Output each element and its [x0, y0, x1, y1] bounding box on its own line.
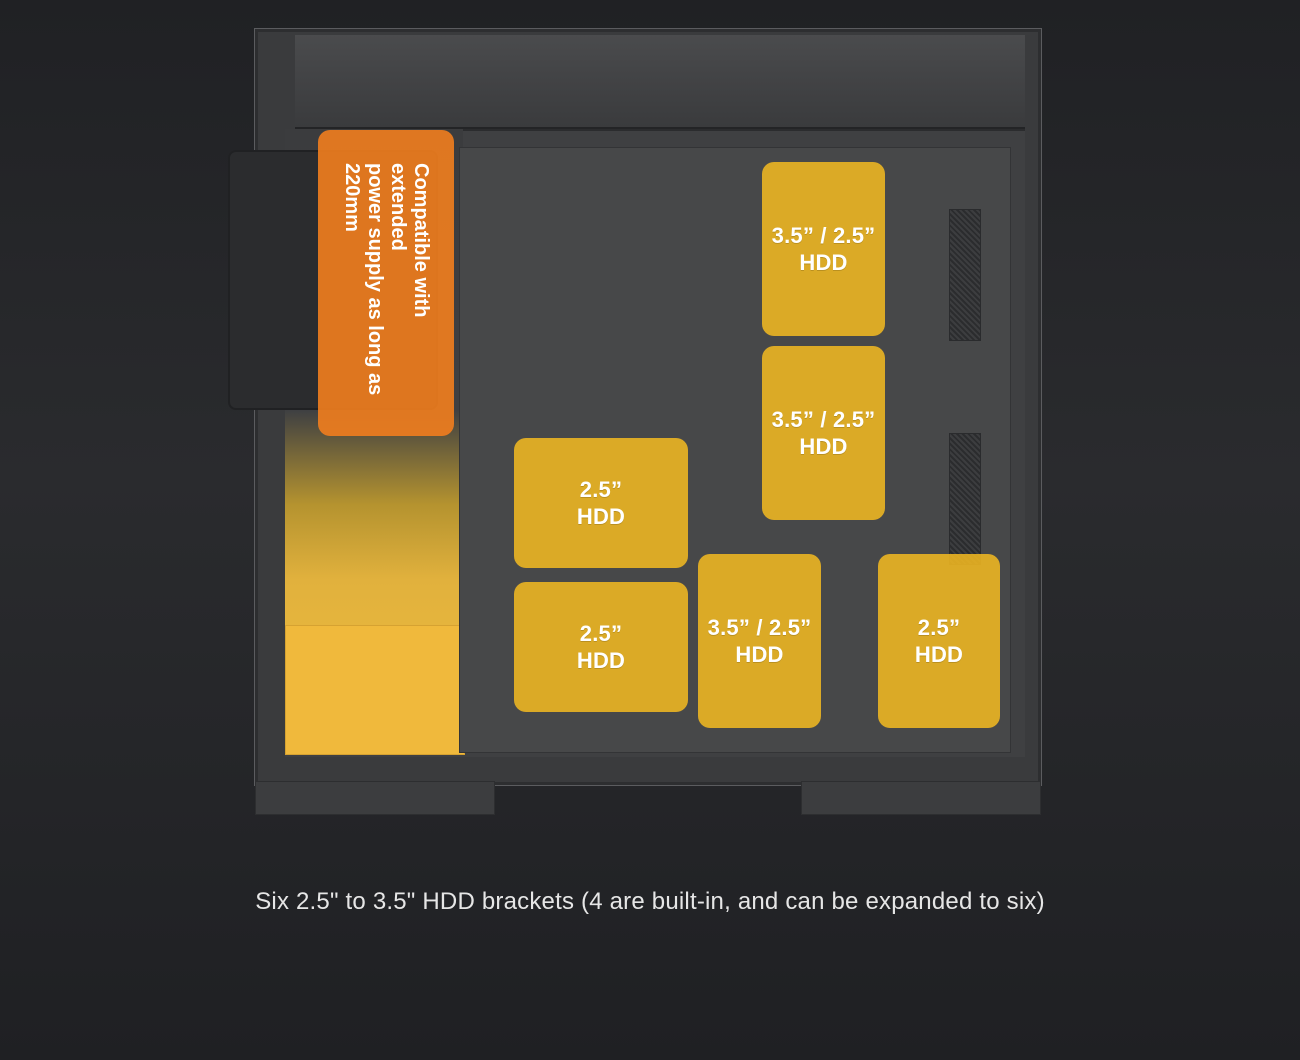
hdd-bracket-5: 3.5” / 2.5” HDD: [698, 554, 821, 728]
psu-bracket-plate: [285, 625, 465, 755]
case-foot-left: [255, 781, 495, 815]
hdd-bracket-size: 3.5” / 2.5”: [771, 406, 876, 432]
hdd-bracket-type: HDD: [799, 434, 848, 459]
hdd-bracket-type: HDD: [914, 642, 964, 667]
hdd-bracket-1: 3.5” / 2.5” HDD: [762, 162, 885, 336]
ventilation-grille-lower: [949, 433, 981, 565]
hdd-bracket-type: HDD: [576, 504, 626, 529]
hdd-bracket-type: HDD: [735, 642, 784, 667]
psu-compatibility-text: Compatible with extended power supply as…: [341, 163, 432, 396]
ventilation-grille-upper: [949, 209, 981, 341]
hdd-bracket-size: 2.5”: [579, 620, 623, 646]
psu-compatibility-callout: Compatible with extended power supply as…: [318, 130, 454, 436]
hdd-bracket-size: 2.5”: [579, 476, 623, 502]
hdd-bracket-3: 2.5” HDD: [514, 438, 688, 568]
hdd-bracket-size: 3.5” / 2.5”: [771, 222, 876, 248]
case-top-panel: [295, 35, 1025, 129]
hdd-bracket-6: 2.5” HDD: [878, 554, 1000, 728]
hdd-brackets-caption: Six 2.5" to 3.5" HDD brackets (4 are bui…: [255, 888, 1045, 915]
hdd-bracket-2: 3.5” / 2.5” HDD: [762, 346, 885, 520]
hdd-bracket-type: HDD: [799, 250, 848, 275]
hdd-bracket-4: 2.5” HDD: [514, 582, 688, 712]
hdd-bracket-size: 3.5” / 2.5”: [707, 614, 812, 640]
case-foot-right: [801, 781, 1041, 815]
hdd-bracket-type: HDD: [576, 648, 626, 673]
hdd-bracket-size: 2.5”: [917, 614, 961, 640]
